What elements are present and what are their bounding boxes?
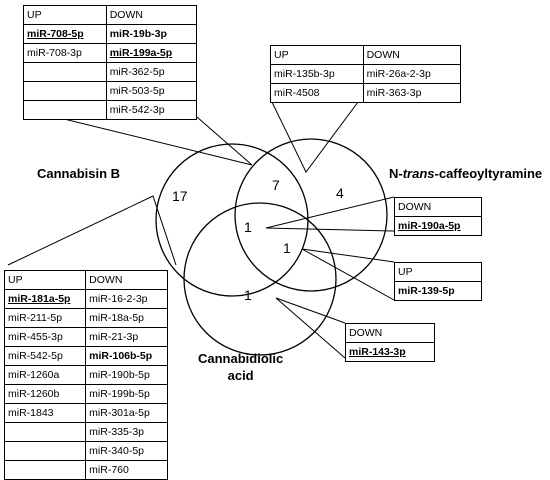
label-caffeoyltyramine-italic: trans: [402, 166, 435, 181]
table-b-row: miR-335-3p: [3, 422, 168, 442]
table-b-caf-cell-down: miR-199a-5p: [105, 43, 198, 63]
table-b-caf-cell-down: miR-19b-3p: [105, 24, 198, 44]
table-b-cell-up: miR-1260b: [3, 384, 87, 404]
callout-line-b-caf: [23, 117, 253, 166]
count-caf-and-acid: 1: [283, 240, 291, 256]
table-acid-item: miR-143-3p: [345, 342, 435, 362]
table-b-cell-up: [3, 460, 87, 480]
table-b-caf-row: miR-503-5p: [23, 81, 198, 101]
table-b-caf-row: miR-542-3p: [23, 100, 198, 120]
label-caffeoyltyramine-suffix: -caffeoyltyramine: [434, 166, 543, 181]
table-acid-header: DOWN: [345, 323, 435, 343]
table-b-caf-cell-up: miR-708-3p: [23, 43, 107, 63]
table-b-cell-down: miR-190b-5p: [85, 365, 168, 385]
label-caffeoyltyramine: N-trans-caffeoyltyramine: [389, 166, 542, 181]
label-cannabidiolic-line1: Cannabidiolic: [198, 351, 284, 366]
callout-line-acid: [275, 297, 346, 359]
table-b-cell-up: [3, 422, 87, 442]
table-b-cell-down: miR-18a-5p: [85, 308, 168, 328]
table-caf-header-down: DOWN: [362, 45, 462, 65]
table-center-item: miR-190a-5p: [394, 216, 482, 236]
table-caf-acid-header: UP: [394, 262, 482, 282]
table-b-cell-down: miR-760: [85, 460, 168, 480]
table-caf-cell-down: miR-26a-2-3p: [362, 64, 462, 84]
table-b-cell-up: miR-1260a: [3, 365, 87, 385]
count-caf-only: 4: [336, 185, 344, 201]
table-b-cell-down: miR-335-3p: [85, 422, 168, 442]
table-b-cell-up: miR-181a-5p: [3, 289, 87, 309]
table-acid: DOWN miR-143-3p: [345, 323, 435, 362]
count-acid-only: 1: [244, 287, 252, 303]
table-b-cell-up: miR-1843: [3, 403, 87, 423]
count-b-only: 17: [172, 188, 188, 204]
table-b-caf-cell-down: miR-362-5p: [105, 62, 198, 82]
table-center-header: DOWN: [394, 197, 482, 217]
table-caf-cell-down: miR-363-3p: [362, 83, 462, 103]
table-b-caf-cell-up: miR-708-5p: [23, 24, 107, 44]
circle-cannabisin-b: [155, 143, 309, 297]
table-b-cell-down: miR-301a-5p: [85, 403, 168, 423]
label-caffeoyltyramine-prefix: N-: [389, 166, 403, 181]
table-caf-cell-up: miR-135b-3p: [270, 64, 364, 84]
table-b-caf-cell-up: [23, 100, 107, 120]
table-b-cell-up: [3, 441, 87, 461]
table-center: DOWN miR-190a-5p: [394, 197, 482, 236]
table-b-cell-down: miR-106b-5p: [85, 346, 168, 366]
count-b-and-caf: 7: [272, 177, 280, 193]
label-cannabidiolic-line2: acid: [227, 368, 254, 383]
callout-line-b-caf-2: [196, 116, 253, 166]
table-b-caf-header-up: UP: [23, 5, 107, 25]
table-b-cell-up: miR-542-5p: [3, 346, 87, 366]
table-b-caf-cell-down: miR-503-5p: [105, 81, 198, 101]
table-b-caf-cell-up: [23, 81, 107, 101]
table-b-row: miR-340-5p: [3, 441, 168, 461]
table-caf-header-up: UP: [270, 45, 364, 65]
table-b-caf-header-down: DOWN: [105, 5, 198, 25]
table-caf-acid: UP miR-139-5p: [394, 262, 482, 301]
table-caf-cell-up: miR-4508: [270, 83, 364, 103]
table-b-header-down: DOWN: [85, 270, 168, 290]
table-b-row: miR-760: [3, 460, 168, 480]
count-center: 1: [244, 219, 252, 235]
callout-line-caf: [269, 97, 362, 173]
label-cannabisin-b: Cannabisin B: [37, 166, 121, 181]
table-b-caf-cell-up: [23, 62, 107, 82]
circle-caffeoyltyramine: [234, 138, 388, 292]
table-b-header-up: UP: [3, 270, 87, 290]
table-caf-acid-item: miR-139-5p: [394, 281, 482, 301]
circle-cannabidiolic-acid: [183, 202, 337, 356]
table-b-caf-row: miR-362-5p: [23, 62, 198, 82]
label-cannabidiolic-acid: Cannabidiolic acid: [198, 350, 283, 384]
table-b-cell-down: miR-21-3p: [85, 327, 168, 347]
table-b-cell-up: miR-211-5p: [3, 308, 87, 328]
table-b-caf-cell-down: miR-542-3p: [105, 100, 198, 120]
table-b-cell-down: miR-340-5p: [85, 441, 168, 461]
table-b-cell-down: miR-199b-5p: [85, 384, 168, 404]
callout-line-caf-acid: [301, 248, 395, 301]
callout-line-center: [265, 196, 395, 232]
table-b-cell-up: miR-455-3p: [3, 327, 87, 347]
callout-line-b: [7, 195, 177, 266]
table-b-cell-down: miR-16-2-3p: [85, 289, 168, 309]
